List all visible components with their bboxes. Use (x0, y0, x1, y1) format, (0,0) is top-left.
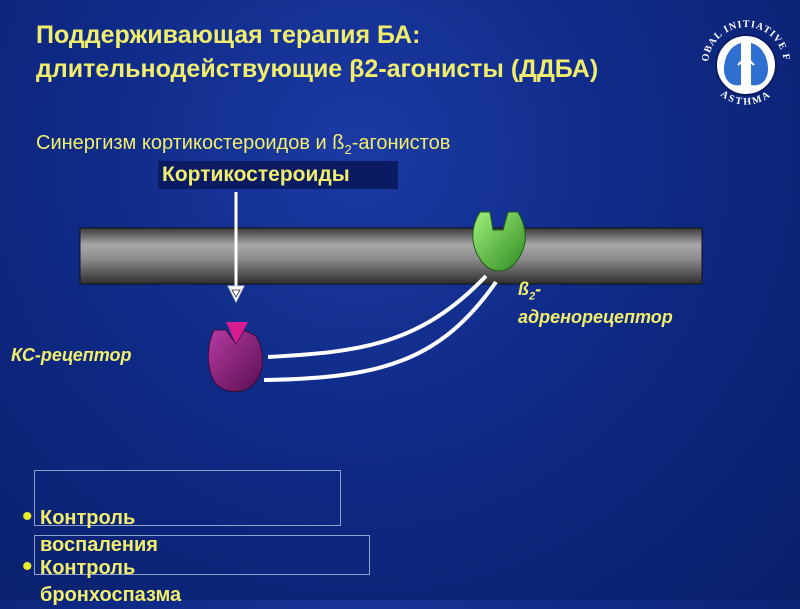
outcome-box-bronchospasm (34, 535, 370, 575)
bullet-icon: • (22, 550, 33, 583)
b2-second-line: адренорецептор (518, 306, 673, 327)
subtitle-prefix: Синергизм кортикостероидов и ß (36, 132, 345, 154)
bullet-icon: • (22, 500, 33, 533)
subtitle-subscript: 2 (344, 142, 352, 157)
b2-suffix: - (535, 279, 542, 299)
subtitle-suffix: -агонистов (351, 132, 451, 154)
cell-membrane (79, 227, 703, 285)
slide-subtitle: Синергизм кортикостероидов и ß2-агонисто… (36, 130, 656, 163)
corticosteroid-arrow-head (227, 285, 245, 304)
signal-line-lower (263, 280, 498, 382)
ks-receptor-icon (207, 329, 263, 392)
b2-subscript: 2 (529, 290, 536, 303)
b2-receptor-label: ß2- адренорецептор (518, 279, 673, 327)
ks-receptor-label: КС-рецептор (11, 345, 132, 365)
gina-logo: GLOBAL INITIATIVE FOR ASTHMA (694, 5, 791, 108)
outcome-bronchospasm-control: Контроль бронхоспазма (40, 557, 182, 606)
b2-prefix: ß (518, 279, 529, 299)
outcome-box-inflammation (34, 470, 341, 526)
b2-receptor-icon (472, 211, 526, 272)
left-lung-icon (724, 43, 741, 86)
corticosteroids-label: Кортикостероиды (158, 161, 398, 189)
outcome-inflammation-control: Контроль воспаления (40, 507, 158, 556)
slide-title: Поддерживающая терапия БА: длительнодейс… (36, 21, 599, 83)
signal-line-upper (267, 274, 488, 359)
corticosteroid-ligand-icon (226, 322, 248, 344)
right-lung-icon (751, 43, 768, 86)
